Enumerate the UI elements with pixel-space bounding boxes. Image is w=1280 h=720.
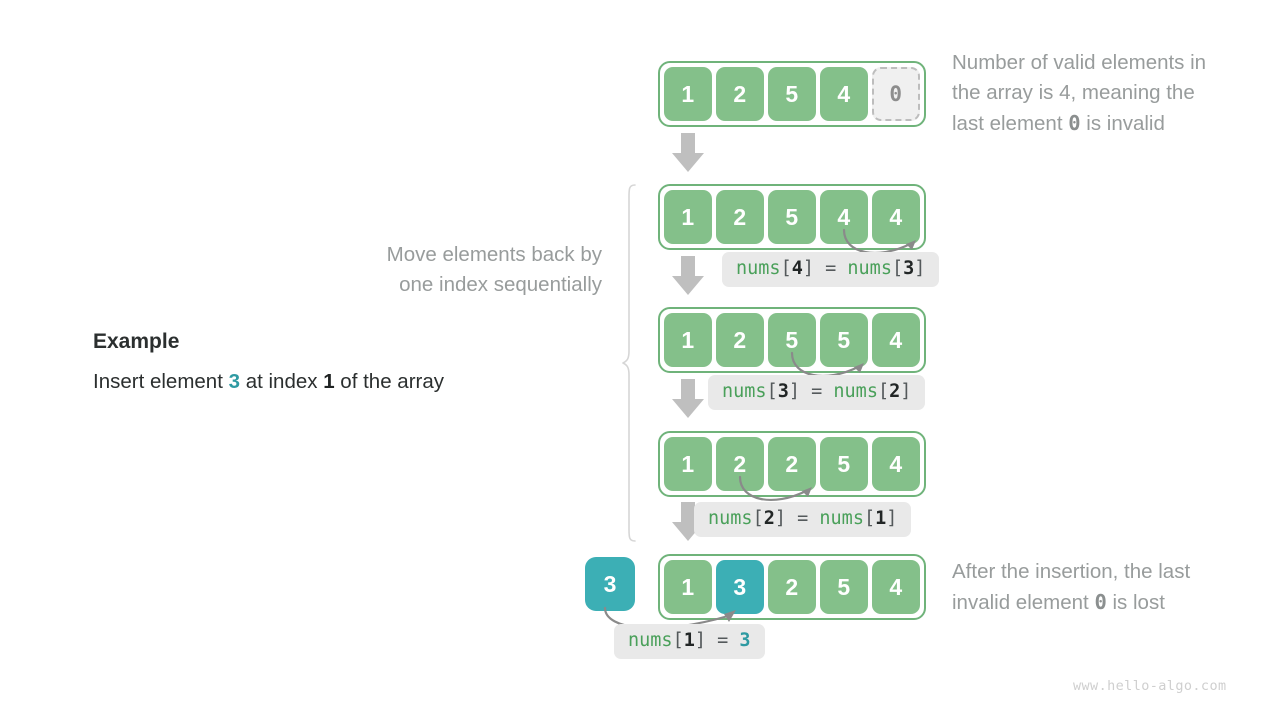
code-rhs-index: 1 — [875, 508, 887, 529]
code-rhs-name: nums — [833, 381, 878, 402]
code-operator: = — [811, 381, 823, 402]
code-operator: = — [825, 258, 837, 279]
array-cell: 5 — [820, 437, 868, 491]
down-arrow-icon — [671, 379, 705, 419]
note-zero-value: 0 — [1094, 590, 1107, 614]
note-valid-elements: Number of valid elements in the array is… — [952, 48, 1262, 139]
down-arrow-icon — [671, 256, 705, 296]
group-brace-icon — [622, 183, 638, 548]
array-cell: 4 — [872, 560, 920, 614]
array-cell: 4 — [872, 313, 920, 367]
example-prefix: Insert element — [93, 370, 229, 393]
code-index: 4 — [791, 258, 803, 279]
code-rhs-name: nums — [847, 258, 892, 279]
array-cell: 5 — [768, 313, 816, 367]
code-rhs-value: 3 — [739, 630, 751, 651]
note-move-elements: Move elements back by one index sequenti… — [386, 243, 602, 296]
array-cell-invalid: 0 — [872, 67, 920, 121]
array-cell: 4 — [820, 67, 868, 121]
array-cell: 5 — [768, 67, 816, 121]
array-row-final: 1 3 2 5 4 — [658, 554, 926, 620]
array-cell: 1 — [664, 313, 712, 367]
array-cell: 1 — [664, 437, 712, 491]
array-cell: 5 — [820, 560, 868, 614]
array-cell: 5 — [768, 190, 816, 244]
array-cell: 2 — [716, 437, 764, 491]
array-cell: 4 — [872, 437, 920, 491]
code-rhs-index: 3 — [903, 258, 915, 279]
array-row-shift-3: 1 2 5 5 4 — [658, 307, 926, 373]
code-name: nums — [708, 508, 753, 529]
code-label-nums1: nums[1] = 3 — [614, 624, 765, 660]
example-index: 1 — [323, 370, 335, 393]
example-description: Insert element 3 at index 1 of the array — [93, 370, 444, 393]
array-row-shift-2: 1 2 2 5 4 — [658, 431, 926, 497]
code-rhs-index: 2 — [889, 381, 901, 402]
code-name: nums — [628, 630, 673, 651]
watermark: www.hello-algo.com — [1073, 678, 1227, 694]
code-name: nums — [722, 381, 767, 402]
array-cell: 5 — [820, 313, 868, 367]
array-cell: 4 — [872, 190, 920, 244]
array-cell: 1 — [664, 190, 712, 244]
array-cell: 4 — [820, 190, 868, 244]
note-text: Number of valid elements in the array is… — [952, 51, 1207, 135]
code-index: 2 — [763, 508, 775, 529]
code-index: 3 — [777, 381, 789, 402]
array-cell: 1 — [664, 560, 712, 614]
array-cell: 2 — [716, 67, 764, 121]
array-cell: 2 — [768, 560, 816, 614]
note-after-insertion: After the insertion, the last invalid el… — [952, 557, 1262, 618]
example-middle: at index — [240, 370, 324, 393]
array-row-initial: 1 2 5 4 0 — [658, 61, 926, 127]
array-cell: 1 — [664, 67, 712, 121]
code-label-nums3: nums[3] = nums[2] — [708, 375, 926, 411]
array-row-shift-4: 1 2 5 4 4 — [658, 184, 926, 250]
array-cell: 2 — [716, 190, 764, 244]
array-cell: 2 — [716, 313, 764, 367]
code-index: 1 — [683, 630, 695, 651]
note-text: After the insertion, the last invalid el… — [952, 560, 1191, 614]
code-operator: = — [797, 508, 809, 529]
example-title: Example — [93, 330, 180, 353]
note-zero-value: 0 — [1068, 111, 1081, 135]
array-cell-inserted: 3 — [716, 560, 764, 614]
note-text-tail: is invalid — [1080, 112, 1165, 135]
code-label-nums4: nums[4] = nums[3] — [722, 252, 940, 288]
inserted-element-box: 3 — [585, 557, 635, 611]
example-suffix: of the array — [334, 370, 444, 393]
array-cell: 2 — [768, 437, 816, 491]
code-label-nums2: nums[2] = nums[1] — [694, 502, 912, 538]
code-name: nums — [736, 258, 781, 279]
example-value: 3 — [228, 370, 240, 393]
down-arrow-icon — [671, 133, 705, 173]
code-rhs-name: nums — [819, 508, 864, 529]
code-operator: = — [717, 630, 729, 651]
note-text-tail: is lost — [1106, 591, 1165, 614]
